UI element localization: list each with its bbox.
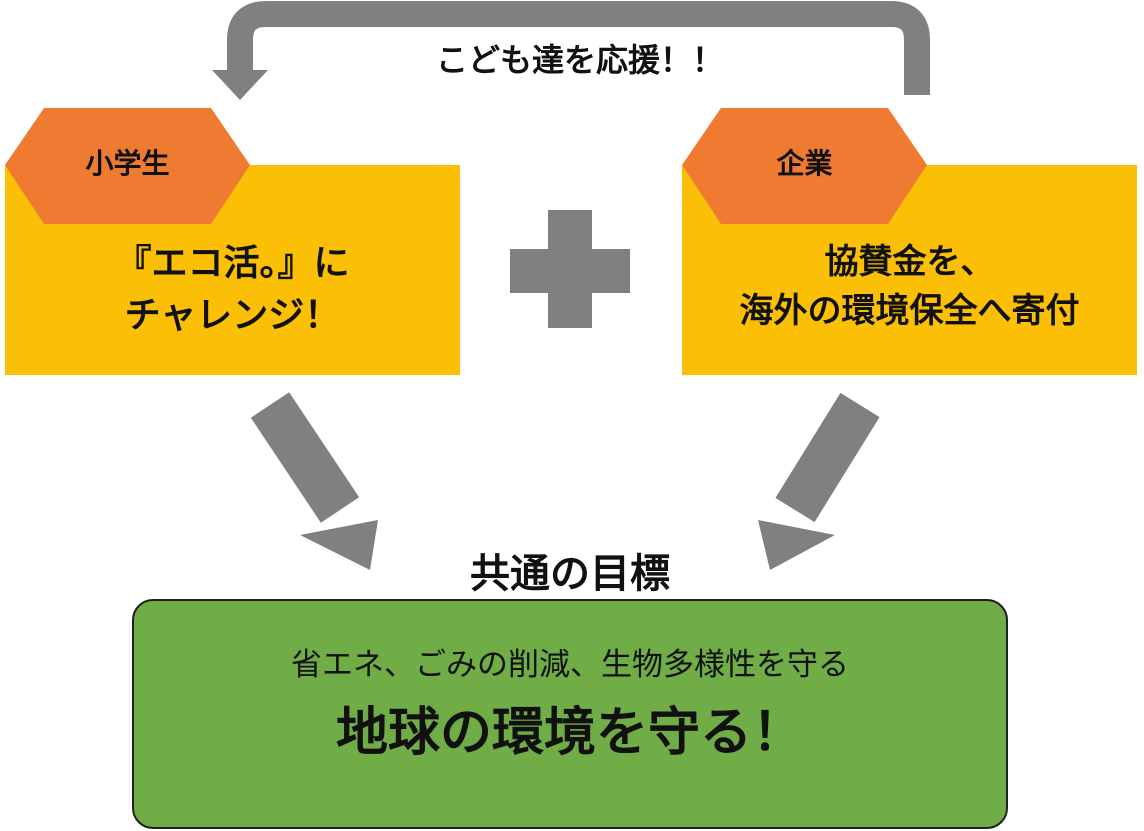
left-line-1: 『エコ活。』に bbox=[115, 243, 350, 284]
left-tag-shape bbox=[5, 108, 250, 224]
left-box-text: 『エコ活。』に チャレンジ！ bbox=[5, 238, 460, 342]
plus-icon bbox=[510, 210, 630, 328]
goal-main: 地球の環境を守る！ bbox=[335, 703, 804, 763]
right-box-text: 協賛金を、 海外の環境保全へ寄付 bbox=[682, 238, 1137, 337]
left-line-2: チャレンジ！ bbox=[124, 295, 341, 337]
right-tag-shape bbox=[682, 108, 927, 224]
left-tag-label: 小学生 bbox=[85, 147, 170, 180]
left-diagonal-arrow-icon bbox=[250, 392, 378, 570]
right-tag-label: 企業 bbox=[776, 147, 833, 180]
goal-title: 共通の目標 bbox=[470, 551, 670, 597]
curved-return-arrow-icon bbox=[227, 1, 930, 95]
right-line-2: 海外の環境保全へ寄付 bbox=[739, 291, 1080, 332]
right-line-1: 協賛金を、 bbox=[824, 242, 995, 282]
support-label: こども達を応援！！ bbox=[435, 41, 724, 79]
right-diagonal-arrow-icon bbox=[758, 392, 880, 570]
goal-subtitle: 省エネ、ごみの削減、生物多様性を守る bbox=[291, 647, 849, 683]
goal-box bbox=[132, 599, 1008, 829]
return-arrow-head bbox=[212, 70, 268, 100]
